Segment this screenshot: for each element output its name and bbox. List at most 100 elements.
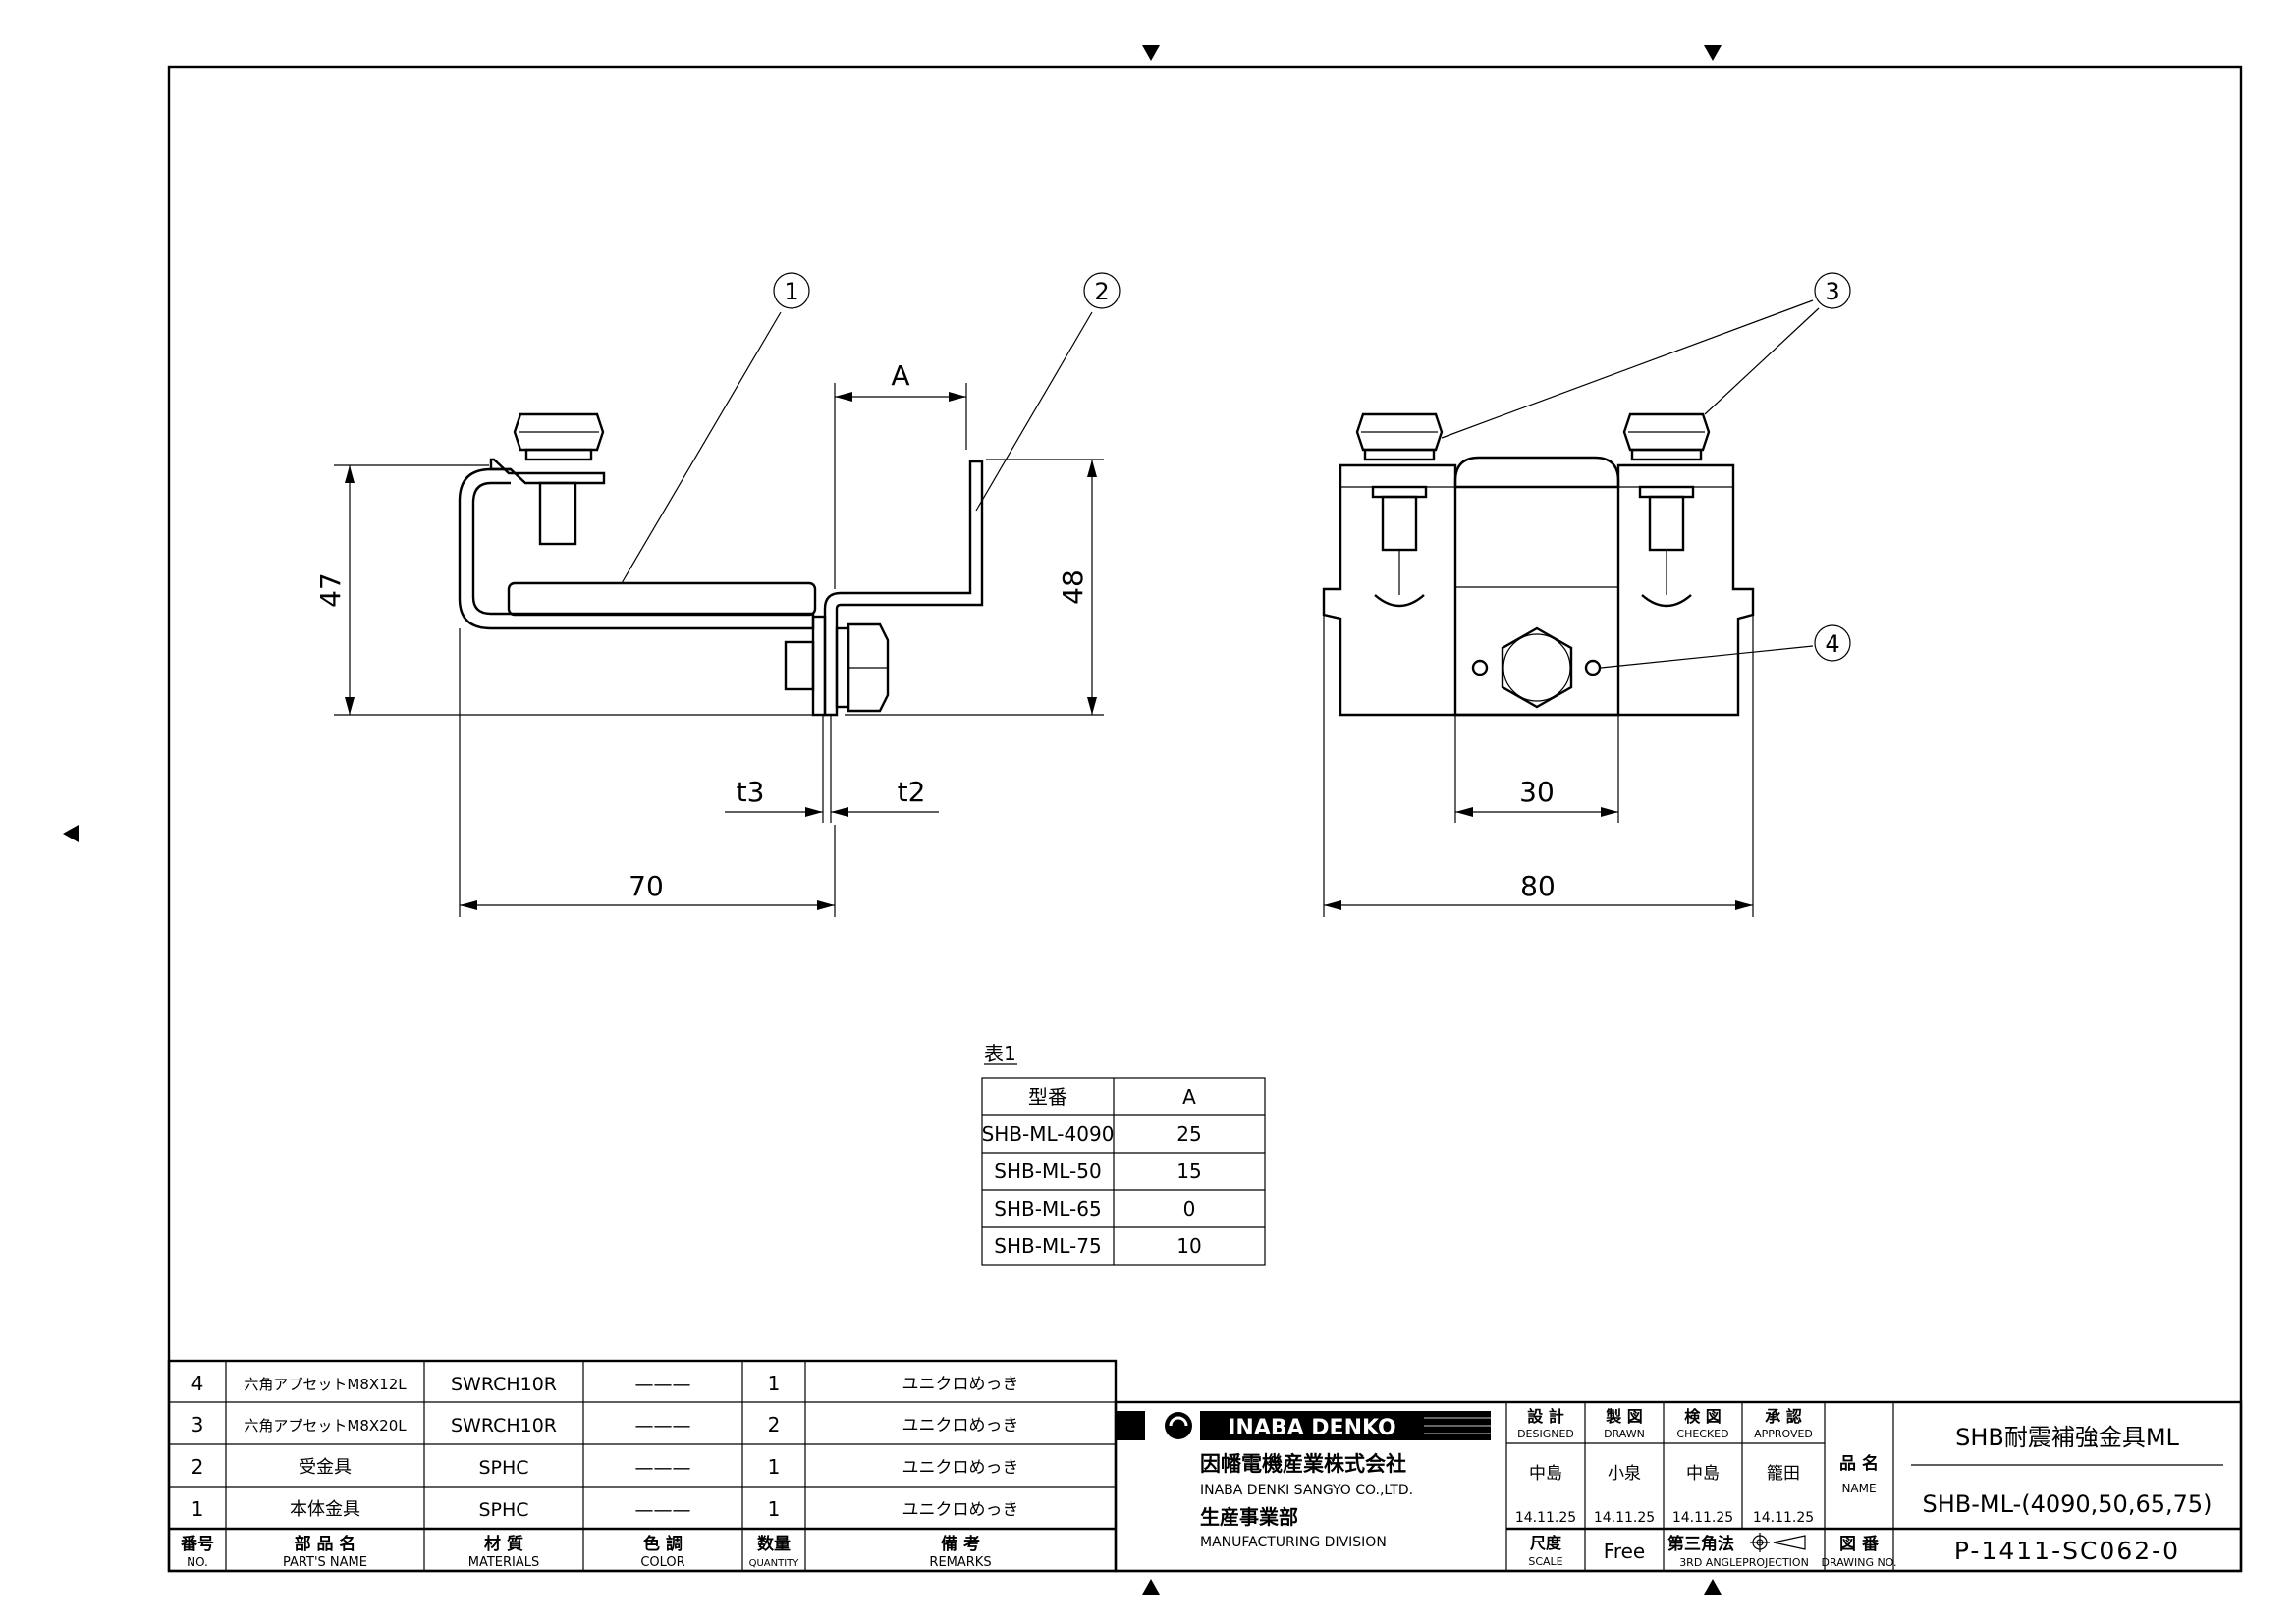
part-2-front-saddle — [1453, 456, 1620, 717]
designed-by: 中島 — [1529, 1464, 1562, 1484]
parts-row-qty: 1 — [768, 1455, 781, 1479]
drawn-label: 製 図 — [1605, 1407, 1643, 1426]
sheet-border — [167, 65, 2243, 1573]
dim-70-label: 70 — [629, 870, 664, 902]
scale-label: 尺度 — [1530, 1534, 1562, 1552]
bolt-4-shank — [784, 640, 815, 691]
part-1-hook — [458, 467, 815, 630]
dim-a-arrow-left — [835, 392, 852, 402]
balloon-4-label: 4 — [1825, 630, 1839, 658]
table-1: 表1 型番 A SHB-ML-4090 25 SHB-ML-50 15 SHB-… — [981, 1042, 1266, 1266]
parts-header-material-en: MATERIALS — [468, 1555, 540, 1570]
dim-a-arrow-right — [949, 392, 966, 402]
projection-label: 第三角法 — [1667, 1534, 1734, 1554]
drawn-label-en: DRAWN — [1604, 1428, 1645, 1440]
hole-left — [1471, 659, 1489, 676]
logo-black-block — [1116, 1411, 1145, 1440]
parts-row-name: 六角アプセットM8X12L — [244, 1376, 407, 1393]
approved-label: 承 認 — [1765, 1407, 1802, 1426]
parts-header-name-en: PART'S NAME — [283, 1555, 367, 1570]
parts-header-remarks-en: REMARKS — [929, 1555, 991, 1570]
centering-mark-bottom-right — [1704, 1579, 1722, 1595]
dim-t3-label: t3 — [737, 776, 765, 808]
bolt-3-right-shank — [1648, 495, 1685, 552]
parts-row-material: SWRCH10R — [451, 1415, 557, 1436]
bolt-3-left-flange2 — [1371, 485, 1428, 499]
side-view: 1 2 A 47 48 t3 t2 — [314, 272, 1121, 917]
parts-row-remarks: ユニクロめっき — [902, 1375, 1019, 1394]
approved-label-en: APPROVED — [1754, 1428, 1813, 1440]
bolt-4-front-hex — [1501, 626, 1573, 709]
bolt-3-left-shank — [1381, 495, 1418, 552]
logo-mark-icon — [1165, 1412, 1192, 1439]
parts-header-color: 色 調 — [643, 1534, 683, 1554]
bolt-3-right-head — [1622, 412, 1711, 452]
balloon-4-leader — [1600, 645, 1814, 669]
title-block: INABA DENKO 因幡電機産業株式会社 INABA DENKI SANGY… — [1114, 1400, 2243, 1573]
bolt-4-head-side — [847, 622, 890, 713]
parts-row-qty: 1 — [768, 1372, 781, 1395]
product-model: SHB-ML-(4090,50,65,75) — [1922, 1490, 2212, 1518]
designed-label-en: DESIGNED — [1517, 1428, 1574, 1440]
checked-by: 中島 — [1686, 1464, 1720, 1484]
designed-date: 14.11.25 — [1515, 1510, 1576, 1526]
logo-text: INABA DENKO — [1228, 1416, 1396, 1440]
balloon-1 — [773, 272, 810, 309]
balloon-1-leader — [621, 311, 782, 584]
drawing-no-label-en: DRAWING NO. — [1822, 1556, 1897, 1569]
company-name-jp: 因幡電機産業株式会社 — [1200, 1452, 1406, 1476]
division-en: MANUFACTURING DIVISION — [1200, 1535, 1387, 1550]
dim-a-label: A — [891, 359, 909, 392]
table-1-caption: 表1 — [984, 1042, 1016, 1065]
checked-date: 14.11.25 — [1672, 1510, 1733, 1526]
balloon-2 — [1083, 272, 1121, 309]
centering-mark-top-right — [1704, 45, 1722, 61]
parts-row-color: ——— — [635, 1415, 691, 1436]
parts-header-qty-en: QUANTITY — [749, 1558, 800, 1569]
dim-30-arrow-right — [1601, 807, 1618, 817]
scale-value: Free — [1604, 1540, 1645, 1563]
dim-48-arrow-top — [1087, 460, 1097, 477]
part-1-vertical-plate — [811, 615, 827, 717]
parts-row-no: 1 — [191, 1497, 204, 1521]
parts-row-remarks: ユニクロめっき — [902, 1500, 1019, 1520]
division-jp: 生産事業部 — [1200, 1505, 1298, 1529]
dim-80-label: 80 — [1520, 870, 1556, 902]
drawn-date: 14.11.25 — [1594, 1510, 1655, 1526]
parts-row-no: 3 — [191, 1413, 204, 1436]
table-1-cell-model: SHB-ML-50 — [994, 1160, 1101, 1183]
scale-label-en: SCALE — [1528, 1555, 1562, 1568]
parts-row-name: 本体金具 — [290, 1499, 360, 1520]
parts-header-no-en: NO. — [187, 1555, 208, 1569]
balloon-3 — [1814, 272, 1851, 309]
bolt-3-shank — [538, 481, 577, 546]
parts-row-qty: 2 — [768, 1413, 781, 1436]
parts-row-name: 受金具 — [299, 1457, 352, 1478]
parts-row-remarks: ユニクロめっき — [902, 1458, 1019, 1478]
table-1-cell-model: SHB-ML-65 — [994, 1197, 1101, 1220]
parts-row-material: SPHC — [478, 1457, 528, 1479]
checked-label-en: CHECKED — [1676, 1428, 1728, 1440]
part-1-front-body — [1322, 463, 1755, 717]
parts-row-material: SPHC — [478, 1499, 528, 1521]
parts-header-material: 材 質 — [484, 1534, 523, 1554]
designed-label: 設 計 — [1527, 1407, 1564, 1426]
bolt-3-left-flange — [1363, 448, 1436, 461]
parts-row-color: ——— — [635, 1457, 691, 1479]
dim-48-arrow-bottom — [1087, 697, 1097, 715]
dim-70-arrow-left — [460, 900, 477, 910]
company-name-en: INABA DENKI SANGYO CO.,LTD. — [1200, 1483, 1413, 1498]
table-1-cell-a: 15 — [1176, 1160, 1201, 1183]
parts-header-color-en: COLOR — [640, 1555, 684, 1570]
table-1-header-model: 型番 — [1028, 1085, 1067, 1109]
parts-row-name: 六角アプセットM8X20L — [244, 1417, 407, 1434]
drawing-number: P-1411-SC062-0 — [1954, 1537, 2180, 1565]
dim-80-arrow-right — [1735, 900, 1753, 910]
dim-30-label: 30 — [1519, 776, 1555, 808]
balloon-3-label: 3 — [1825, 278, 1839, 305]
logo-mark-icon-swirl — [1169, 1416, 1188, 1427]
parts-header-name: 部 品 名 — [295, 1534, 356, 1554]
approved-by: 籠田 — [1767, 1463, 1800, 1484]
dim-30-arrow-left — [1455, 807, 1473, 817]
part-2-bracket — [823, 460, 984, 717]
